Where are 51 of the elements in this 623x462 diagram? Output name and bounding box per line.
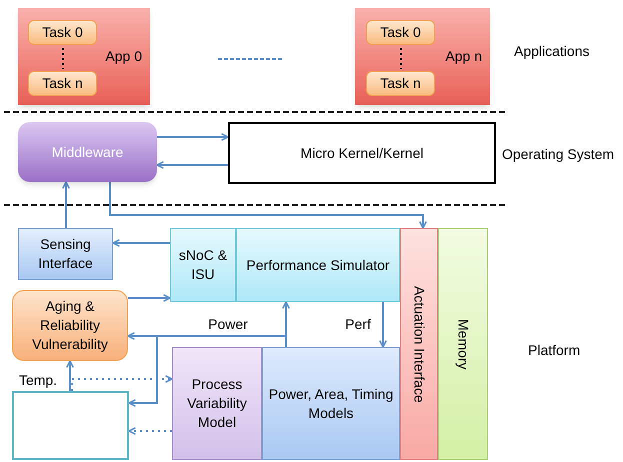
node-label: Task 0 xyxy=(41,23,84,42)
node-label: Task 0 xyxy=(379,23,422,42)
node-label: App n xyxy=(445,47,482,66)
node-label: Memory xyxy=(454,318,472,370)
arrow xyxy=(157,133,229,141)
reliability-box xyxy=(12,290,128,361)
node-label: Actuation Interface xyxy=(410,286,428,402)
layer-label: Applications xyxy=(514,42,590,61)
arrow xyxy=(112,239,170,247)
arrow xyxy=(128,294,171,302)
node-label: Power, Area, Timing Models xyxy=(268,384,394,422)
node-label: Task n xyxy=(41,74,84,93)
task-box xyxy=(28,20,97,45)
layer-label: Operating System xyxy=(502,145,614,164)
memory-box xyxy=(438,228,488,460)
arrow xyxy=(109,182,427,229)
node-label: Process Variability Model xyxy=(186,375,248,432)
arrow xyxy=(71,375,173,391)
task-box xyxy=(28,71,97,96)
arrow xyxy=(128,335,287,407)
node-label: Aging & Reliability Vulnerability xyxy=(31,297,109,354)
arrow xyxy=(66,360,74,391)
node-label: App 0 xyxy=(105,47,142,66)
dotted-line xyxy=(62,48,64,69)
arrow xyxy=(62,181,70,228)
kernel-box xyxy=(228,122,496,184)
app-box xyxy=(18,8,150,105)
dotted-line xyxy=(400,48,402,69)
variability-box xyxy=(172,347,262,460)
task-box xyxy=(366,20,435,45)
middleware-box xyxy=(18,122,157,182)
node-label: sNoC & ISU xyxy=(178,246,228,284)
power-model-box xyxy=(262,347,400,460)
node-label: Sensing Interface xyxy=(37,235,94,273)
arrow xyxy=(156,161,228,169)
simulator-box xyxy=(236,228,400,302)
node-label: Middleware xyxy=(50,142,124,162)
node-label: Micro Kernel/Kernel xyxy=(300,144,424,162)
app-box xyxy=(355,8,490,105)
thermal-box xyxy=(12,391,129,460)
noc-box xyxy=(170,228,236,302)
edge-label: Perf xyxy=(343,316,373,332)
arrow xyxy=(128,427,172,435)
arrow xyxy=(379,302,387,348)
sensing-box xyxy=(18,228,113,280)
task-box xyxy=(366,71,435,96)
layer-label: Platform xyxy=(528,341,580,360)
actuation-box xyxy=(400,228,438,460)
edge-label: Power xyxy=(206,316,250,332)
node-label: Task n xyxy=(379,74,422,93)
node-label: Performance Simulator xyxy=(245,256,391,274)
